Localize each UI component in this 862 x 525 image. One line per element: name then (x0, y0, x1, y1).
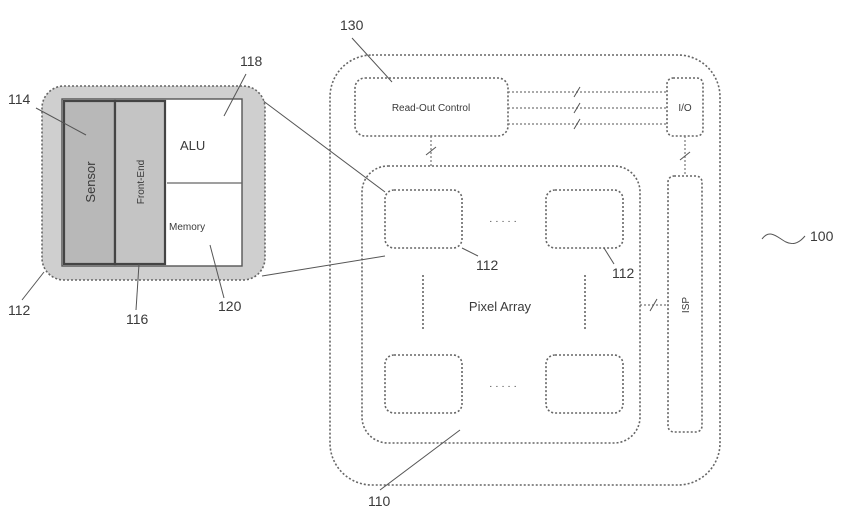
io-isp-slash (679, 151, 691, 161)
pixel-cell-bottom-left (384, 354, 463, 414)
zoom-line-top (261, 99, 386, 193)
ref-100-squiggle (761, 233, 806, 245)
pixel-array-label: Pixel Array (469, 299, 532, 314)
pixel-cell-top-right (545, 189, 624, 249)
memory-label: Memory (169, 222, 205, 233)
ref-116-leader (135, 263, 140, 311)
ref-116: 116 (126, 311, 149, 327)
ref-120-leader (209, 244, 225, 299)
ref-114: 114 (8, 91, 31, 107)
ref-100: 100 (810, 228, 834, 244)
ref-118-leader (223, 73, 247, 117)
ref-110: 110 (368, 493, 391, 509)
ref-112-cell-right: 112 (612, 265, 635, 281)
front-end-label: Front-End (136, 160, 147, 204)
ref-112-detail: 112 (8, 302, 31, 318)
readout-slash (425, 146, 437, 156)
ref-114-leader (35, 107, 87, 136)
pixel-cell-top-left (384, 189, 463, 249)
hdots-bottom: · · · · · (489, 381, 517, 392)
readout-control-label: Read-Out Control (392, 103, 470, 114)
ref-110-leader (379, 429, 461, 491)
ref-118: 118 (240, 53, 263, 69)
ref-112-cell-left: 112 (476, 257, 499, 273)
bus-slash-3 (573, 118, 581, 130)
ref-130-leader (351, 37, 393, 83)
ref-112-cell-right-leader (603, 247, 615, 265)
ref-120: 120 (218, 298, 242, 314)
alu-label: ALU (180, 138, 205, 153)
ref-112-detail-leader (21, 271, 45, 301)
bus-slash-1 (573, 86, 581, 98)
array-isp-slash (649, 298, 658, 312)
bus-slash-2 (573, 102, 581, 114)
isp-box (667, 175, 703, 433)
hdots-top: · · · · · (489, 216, 517, 227)
isp-label: ISP (681, 297, 692, 313)
chip-outline (329, 54, 721, 486)
front-end-block (113, 99, 167, 266)
sensor-label: Sensor (83, 161, 98, 203)
pixel-array-box (361, 165, 641, 444)
pixel-cell-bottom-right (545, 354, 624, 414)
ref-112-cell-left-leader (461, 247, 479, 257)
ref-130: 130 (340, 17, 364, 33)
io-label: I/O (678, 103, 692, 114)
zoom-line-bottom (261, 255, 386, 277)
